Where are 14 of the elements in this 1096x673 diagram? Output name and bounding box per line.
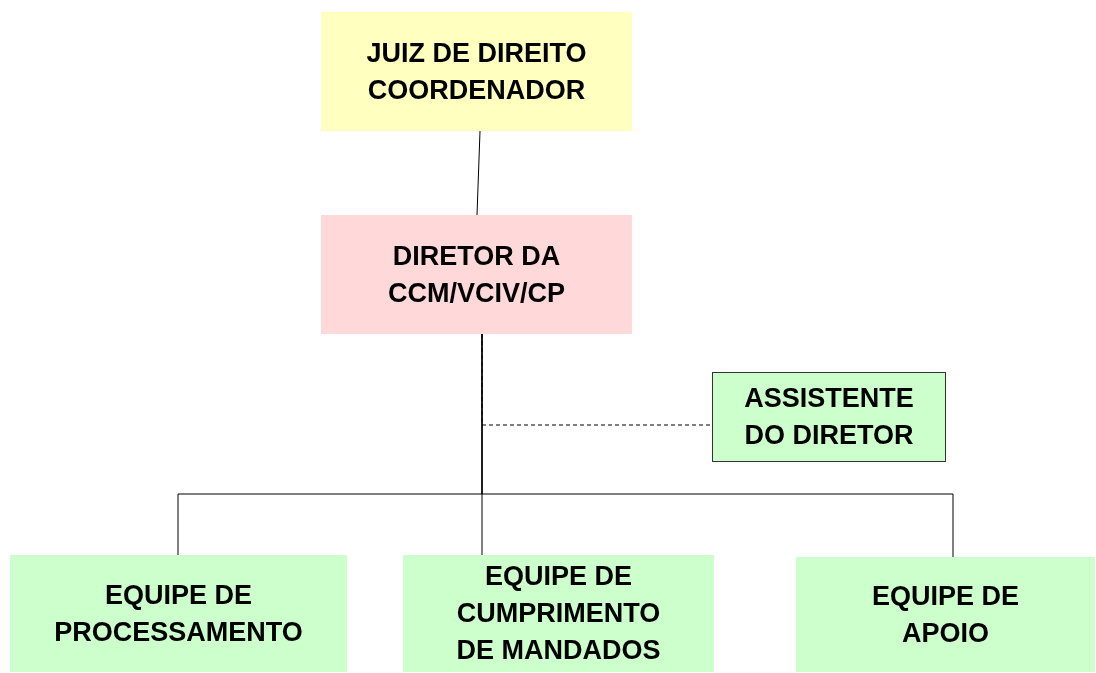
box-label: ASSISTENTE DO DIRETOR — [743, 382, 915, 452]
org-box — [796, 557, 1095, 672]
box-label: EQUIPE DE PROCESSAMENTO — [53, 578, 304, 649]
org-box — [403, 555, 714, 672]
box-label: EQUIPE DE CUMPRIMENTO DE MANDADOS — [455, 560, 662, 667]
org-box — [321, 12, 632, 131]
box-label: DIRETOR DA CCM/VCIV/CP — [387, 239, 566, 310]
connector-line — [481, 333, 954, 558]
connector-line — [476, 130, 481, 216]
org-box — [10, 555, 347, 672]
box-label: EQUIPE DE APOIO — [870, 579, 1020, 650]
org-box — [321, 215, 632, 334]
org-box — [712, 372, 946, 462]
box-label: JUIZ DE DIREITO COORDENADOR — [365, 36, 588, 107]
